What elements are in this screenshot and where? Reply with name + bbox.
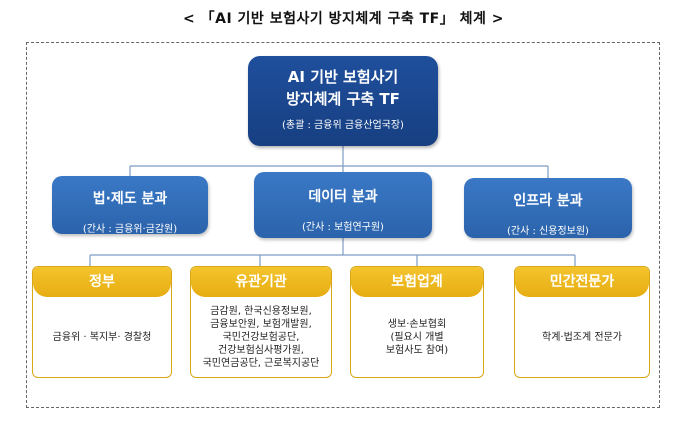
top-box-title-line1: AI 기반 보험사기 (287, 68, 399, 86)
division-title: 인프라 분과 (513, 193, 583, 209)
category-line: 보험사도 참여) (385, 344, 449, 356)
division-box-law: 법·제도 분과 (간사 : 금융위·금감원) (52, 176, 208, 235)
division-title: 법·제도 분과 (92, 191, 168, 207)
diagram-title: < 「AI 기반 보험사기 방지체계 구축 TF」 체계 > (183, 11, 504, 27)
division-box-data: 데이터 분과 (간사 : 보험연구원) (254, 172, 432, 238)
category-line: 국민건강보험공단, (222, 331, 300, 343)
division-box-infra: 인프라 분과 (간사 : 신용정보원) (464, 178, 632, 238)
category-private-experts: 민간전문가 학계·법조계 전문가 (514, 266, 650, 378)
category-title: 민간전문가 (515, 267, 649, 297)
division-subtitle: (간사 : 신용정보원) (507, 226, 589, 237)
division-subtitle: (간사 : 보험연구원) (302, 222, 384, 233)
category-line: 금감원, 한국신용정보원, (210, 305, 312, 317)
division-title: 데이터 분과 (308, 189, 378, 205)
top-box-tf: AI 기반 보험사기 방지체계 구축 TF (총괄 : 금융위 금융산업국장) (248, 56, 438, 146)
category-title: 보험업계 (351, 267, 483, 297)
category-line: 생보·손보협회 (387, 318, 447, 330)
category-related-agencies: 유관기관 금감원, 한국신용정보원, 금융보안원, 보험개발원, 국민건강보험공… (190, 266, 332, 378)
diagram-frame (26, 42, 660, 408)
category-title: 정부 (33, 267, 171, 297)
category-line: 금융보안원, 보험개발원, (210, 318, 312, 330)
category-insurance-industry: 보험업계 생보·손보협회 (필요시 개별 보험사도 참여) (350, 266, 484, 378)
top-box-subtitle: (총괄 : 금융위 금융산업국장) (282, 120, 404, 131)
category-line: 국민연금공단, 근로복지공단 (202, 357, 320, 369)
category-line: (필요시 개별 (390, 331, 444, 343)
category-government: 정부 금융위 · 복지부· 경찰청 (32, 266, 172, 378)
top-box-title-line2: 방지체계 구축 TF (286, 90, 400, 108)
division-subtitle: (간사 : 금융위·금감원) (82, 224, 178, 235)
category-line: 학계·법조계 전문가 (542, 331, 622, 343)
category-title: 유관기관 (191, 267, 331, 297)
category-line: 금융위 · 복지부· 경찰청 (52, 331, 152, 343)
category-line: 건강보험심사평가원, (218, 344, 304, 356)
